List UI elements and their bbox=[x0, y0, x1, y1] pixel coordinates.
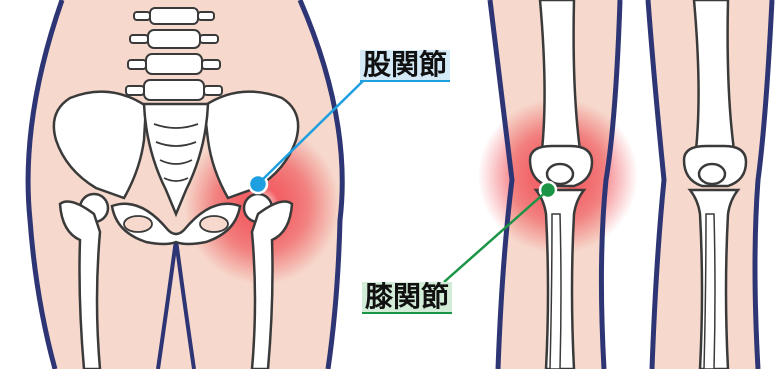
right-patella bbox=[699, 164, 725, 184]
left-patella bbox=[547, 164, 573, 184]
knees-figure bbox=[478, 0, 772, 369]
knee-joint-label: 膝関節 bbox=[362, 282, 452, 314]
pelvis-figure bbox=[28, 0, 342, 369]
hip-joint-label: 股関節 bbox=[360, 50, 450, 82]
